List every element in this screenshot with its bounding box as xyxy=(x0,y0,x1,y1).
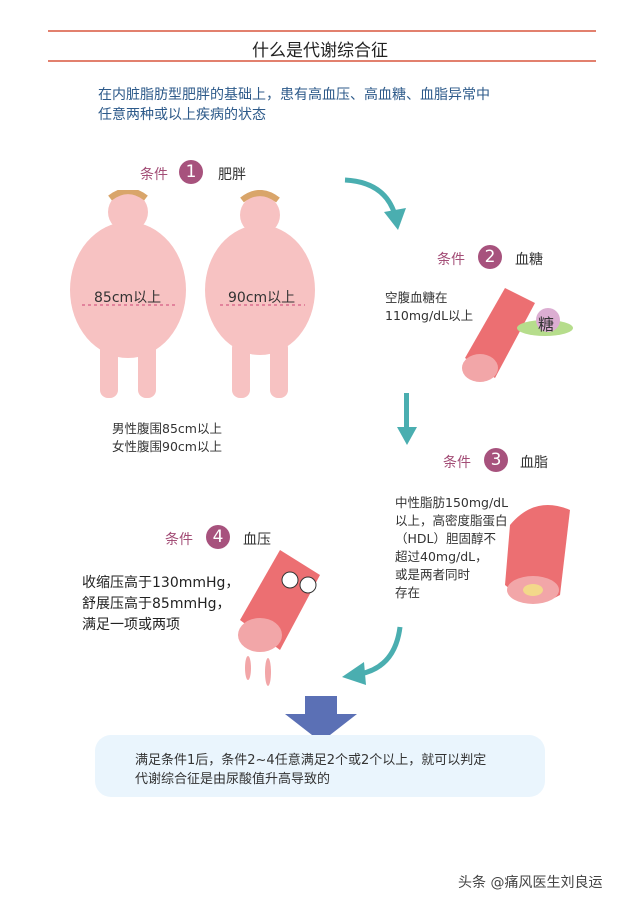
desc-line: 中性脂肪150mg/dL xyxy=(395,495,509,510)
condition-desc: 110mg/dL以上 xyxy=(385,308,474,323)
desc-line: 超过40mg/dL， xyxy=(395,549,488,564)
down-arrow-icon xyxy=(285,696,357,742)
condition-label: 条件 xyxy=(437,252,465,268)
desc-line: 舒展压高于85mmHg， xyxy=(82,596,231,612)
conclusion-line: 代谢综合征是由尿酸值升高导致的 xyxy=(135,772,331,787)
desc-line: 满足一项或两项 xyxy=(82,617,180,633)
top-rule xyxy=(48,30,596,32)
waist-label-female: 90cm以上 xyxy=(228,290,296,306)
blood-vessel-lipid-illustration xyxy=(505,505,570,604)
condition-number: 2 xyxy=(478,245,502,269)
conclusion-box xyxy=(95,735,545,797)
condition-name: 血压 xyxy=(243,532,271,548)
bottom-rule xyxy=(48,60,596,62)
blood-vessel-pressure-illustration xyxy=(238,550,320,686)
desc-line: 以上，高密度脂蛋白 xyxy=(395,513,508,528)
conclusion-line: 满足条件1后，条件2~4任意满足2个或2个以上，就可以判定 xyxy=(135,753,487,768)
watermark: 头条 @痛风医生刘良运 xyxy=(458,875,603,891)
sugar-badge: 糖 xyxy=(538,315,555,334)
desc-line: 收缩压高于130mmHg， xyxy=(82,575,240,591)
condition-desc: 男性腹围85cm以上 xyxy=(112,421,222,436)
condition-name: 血脂 xyxy=(520,455,548,471)
condition-label: 条件 xyxy=(443,455,471,471)
condition-desc-block: 收缩压高于130mmHg， 舒展压高于85mmHg， 满足一项或两项 xyxy=(82,573,239,636)
condition-desc-block: 中性脂肪150mg/dL 以上，高密度脂蛋白 （HDL）胆固醇不 超过40mg/… xyxy=(395,494,508,602)
blood-vessel-sugar-illustration xyxy=(462,288,573,382)
condition-desc: 女性腹围90cm以上 xyxy=(112,439,222,454)
down-arrow-icon xyxy=(397,393,417,445)
desc-line: 或是两者同时 xyxy=(395,567,471,582)
obese-figures-illustration xyxy=(70,190,315,398)
condition-number: 1 xyxy=(179,160,203,184)
subtitle-line: 在内脏脂肪型肥胖的基础上，患有高血压、高血糖、血脂异常中 xyxy=(98,87,490,103)
curved-arrow-icon xyxy=(342,626,403,685)
condition-name: 肥胖 xyxy=(218,167,246,183)
curved-arrow-icon xyxy=(344,177,406,230)
page-title: 什么是代谢综合征 xyxy=(252,41,388,61)
condition-label: 条件 xyxy=(140,167,168,183)
waist-label-male: 85cm以上 xyxy=(94,290,162,306)
condition-desc: 空腹血糖在 xyxy=(385,290,448,305)
condition-label: 条件 xyxy=(165,532,193,548)
condition-name: 血糖 xyxy=(515,252,543,268)
condition-number: 4 xyxy=(206,525,230,549)
desc-line: （HDL）胆固醇不 xyxy=(395,531,496,546)
condition-number: 3 xyxy=(484,448,508,472)
subtitle-line: 任意两种或以上疾病的状态 xyxy=(98,107,266,123)
desc-line: 存在 xyxy=(395,585,421,600)
